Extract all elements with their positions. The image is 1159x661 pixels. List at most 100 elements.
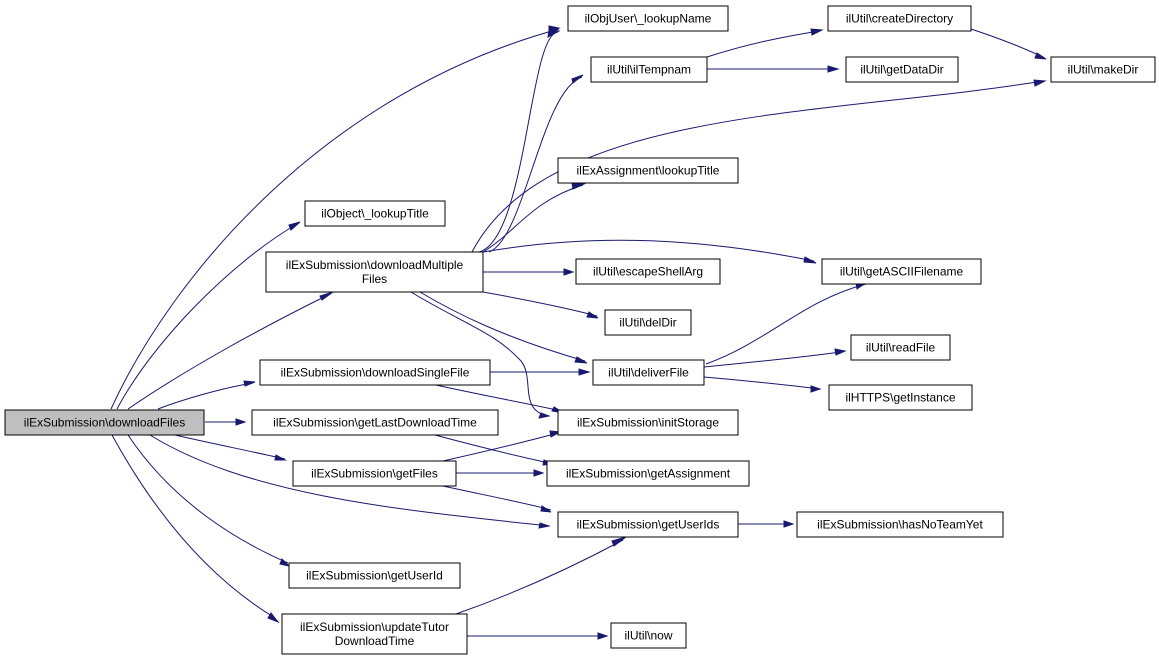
node-label: ilUtil\createDirectory xyxy=(846,12,953,26)
node-get-assignment[interactable]: ilExSubmission\getAssignment xyxy=(546,460,750,487)
edge-arrowhead xyxy=(540,505,552,513)
edge-download-multiple-files-to-escape-shell-arg xyxy=(483,268,575,276)
node-label: Files xyxy=(362,272,387,286)
edge-arrowhead xyxy=(611,536,627,547)
node-del-dir[interactable]: ilUtil\delDir xyxy=(604,309,692,336)
edge-line xyxy=(174,434,286,460)
node-box xyxy=(259,359,491,386)
node-box xyxy=(292,460,457,487)
node-label: ilUtil\ilTempnam xyxy=(607,63,691,77)
edge-line xyxy=(471,80,1044,253)
node-get-data-dir[interactable]: ilUtil\getDataDir xyxy=(845,56,959,83)
node-box xyxy=(288,562,461,589)
node-get-files[interactable]: ilExSubmission\getFiles xyxy=(292,460,457,487)
edge-arrowhead xyxy=(783,520,795,528)
edge-update-tutor-download-time-to-now xyxy=(467,632,609,640)
node-label: ilExSubmission\getUserIds xyxy=(577,518,720,532)
edge-arrowhead xyxy=(578,368,591,376)
edge-download-files-to-get-files xyxy=(174,434,287,461)
node-create-directory[interactable]: ilUtil\createDirectory xyxy=(827,5,972,32)
edge-line xyxy=(127,434,289,564)
edge-line xyxy=(488,76,583,253)
node-label: ilExSubmission\getUserId xyxy=(306,569,443,583)
edge-line xyxy=(149,434,550,527)
node-label: ilExSubmission\getFiles xyxy=(311,467,438,481)
node-label: ilObjUser\_lookupName xyxy=(585,12,712,26)
edge-arrowhead xyxy=(810,385,822,393)
edge-arrowhead xyxy=(597,632,609,640)
node-get-last-download-time[interactable]: ilExSubmission\getLastDownloadTime xyxy=(251,409,499,436)
edge-arrowhead xyxy=(571,182,586,190)
edge-download-multiple-files-to-deliver-file xyxy=(419,291,588,364)
node-label: ilExSubmission\downloadFiles xyxy=(24,416,185,430)
edge-line xyxy=(127,293,331,410)
edge-download-files-to-get-user-id xyxy=(127,434,291,567)
edge-line xyxy=(482,291,598,317)
edge-get-files-to-get-assignment xyxy=(456,469,545,477)
node-get-ascii-filename[interactable]: ilUtil\getASCIIFilename xyxy=(821,258,982,285)
edge-line xyxy=(410,291,550,417)
edge-line xyxy=(482,184,584,253)
edge-arrowhead xyxy=(803,256,817,264)
node-lookup-title-assignment[interactable]: ilExAssignment\lookupTitle xyxy=(557,157,739,184)
node-label: ilExAssignment\lookupTitle xyxy=(577,164,720,178)
node-https-get-instance[interactable]: ilHTTPS\getInstance xyxy=(828,384,973,411)
edge-download-files-to-download-multiple-files xyxy=(127,291,334,410)
edge-download-files-to-update-tutor-download-time xyxy=(111,434,280,624)
edge-arrowhead xyxy=(235,418,247,426)
edge-arrowhead xyxy=(274,454,287,461)
node-box xyxy=(845,56,959,83)
node-get-user-ids[interactable]: ilExSubmission\getUserIds xyxy=(557,511,739,538)
edge-download-multiple-files-to-lookup-name xyxy=(478,29,561,253)
node-box xyxy=(610,622,687,649)
edge-il-tempnam-to-get-data-dir xyxy=(707,65,840,73)
node-label: DownloadTime xyxy=(335,634,415,648)
node-label: ilUtil\escapeShellArg xyxy=(593,265,703,279)
edge-download-files-to-get-last-download-time xyxy=(205,418,247,426)
node-lookup-title-object[interactable]: ilObject\_lookupTitle xyxy=(304,200,446,227)
node-label: ilExSubmission\getAssignment xyxy=(566,467,731,481)
node-now[interactable]: ilUtil\now xyxy=(610,622,687,649)
node-label: ilExSubmission\getLastDownloadTime xyxy=(273,416,477,430)
node-box xyxy=(796,511,1004,538)
edge-arrowhead xyxy=(547,29,561,38)
node-has-no-team-yet[interactable]: ilExSubmission\hasNoTeamYet xyxy=(796,511,1004,538)
node-box xyxy=(557,409,739,436)
node-il-tempnam[interactable]: ilUtil\ilTempnam xyxy=(590,56,708,83)
edge-download-multiple-files-to-get-ascii-filename xyxy=(482,239,817,264)
node-box xyxy=(557,511,739,538)
edge-line xyxy=(157,382,254,410)
node-read-file[interactable]: ilUtil\readFile xyxy=(850,334,951,361)
node-init-storage[interactable]: ilExSubmission\initStorage xyxy=(557,409,739,436)
edge-arrowhead xyxy=(1033,79,1047,87)
node-deliver-file[interactable]: ilUtil\deliverFile xyxy=(592,359,705,386)
edge-line xyxy=(434,434,550,464)
node-lookup-name[interactable]: ilObjUser\_lookupName xyxy=(567,5,729,32)
node-box xyxy=(265,251,484,293)
node-download-single-file[interactable]: ilExSubmission\downloadSingleFile xyxy=(259,359,491,386)
node-escape-shell-arg[interactable]: ilUtil\escapeShellArg xyxy=(575,258,721,285)
node-label: ilHTTPS\getInstance xyxy=(845,391,955,405)
edge-deliver-file-to-https-get-instance xyxy=(703,376,822,393)
node-box xyxy=(567,5,729,32)
node-make-dir[interactable]: ilUtil\makeDir xyxy=(1050,56,1156,83)
node-download-files[interactable]: ilExSubmission\downloadFiles xyxy=(4,409,205,436)
node-box xyxy=(592,359,705,386)
edge-line xyxy=(419,291,586,362)
edge-line xyxy=(435,384,558,411)
edge-download-multiple-files-to-del-dir xyxy=(482,291,599,319)
node-get-user-id[interactable]: ilExSubmission\getUserId xyxy=(288,562,461,589)
node-box xyxy=(281,613,468,655)
node-label: ilExSubmission\hasNoTeamYet xyxy=(817,518,983,532)
edge-download-multiple-files-to-make-dir xyxy=(471,79,1047,253)
edge-line xyxy=(703,376,821,390)
edge-line xyxy=(706,30,820,58)
edge-download-files-to-lookup-title-object xyxy=(116,221,301,410)
edge-arrowhead xyxy=(571,74,584,84)
edge-il-tempnam-to-create-directory xyxy=(706,28,824,58)
edge-download-single-file-to-deliver-file xyxy=(490,368,591,376)
edge-line xyxy=(442,432,559,462)
